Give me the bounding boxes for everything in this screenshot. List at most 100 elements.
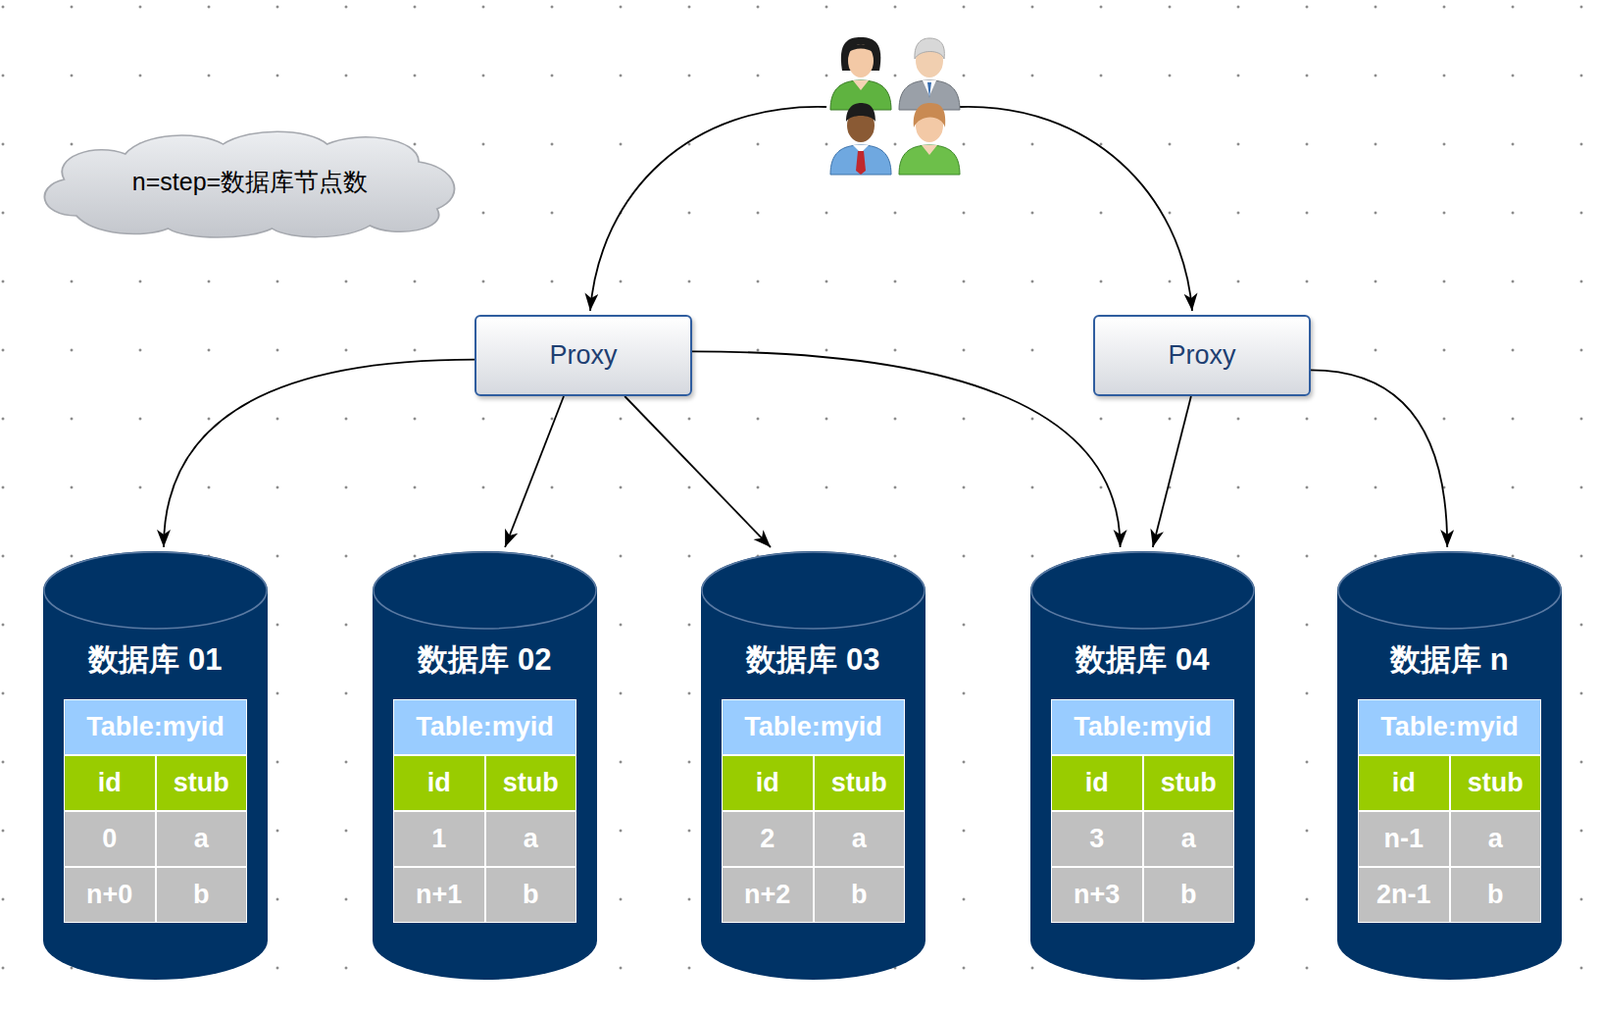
cell-text: id [755,767,780,799]
table-cell: n+0 [63,866,156,923]
proxy-label: Proxy [549,340,617,371]
cylinder-body [1030,550,1255,980]
note-text: n=step=数据库节点数 [132,165,368,199]
column-header: id [1357,754,1450,811]
db-title: 数据库 03 [700,639,926,681]
users-icon [830,37,960,175]
table-cell: a [155,810,249,867]
table-cell: n-1 [1357,810,1450,867]
db-title-wrap: 数据库 04 [1030,639,1255,681]
cell-text: b [1487,879,1504,910]
cylinder-top [1031,551,1254,629]
cell-text: a [1488,823,1503,854]
db-title: 数据库 01 [43,639,268,681]
cylinder-body [700,550,926,980]
column-header: stub [485,754,578,811]
cell-text: n+3 [1073,879,1120,910]
cell-text: n+2 [744,879,791,910]
db-title-wrap: 数据库 n [1337,639,1562,681]
column-header: id [1050,754,1144,811]
connector [1152,396,1192,548]
db-title: 数据库 04 [1030,639,1255,681]
cell-text: 2 [759,823,775,854]
column-header: stub [155,754,249,811]
cell-text: stub [1160,767,1217,799]
table-cell: b [485,866,578,923]
table-cell: 3 [1050,810,1144,867]
table-cell: b [1143,866,1236,923]
cell-text: a [1181,823,1197,854]
column-header: id [393,754,486,811]
note-cloud: n=step=数据库节点数 [27,122,473,241]
user-arrow [590,106,827,311]
cell-text: a [523,823,539,854]
cell-text: n+0 [86,879,133,910]
connector [163,359,475,548]
cylinder-body [372,550,598,980]
table-header: Table:myid [1357,699,1542,755]
connector [1310,369,1448,548]
db-title-wrap: 数据库 01 [43,639,268,681]
db-title: 数据库 n [1337,639,1562,681]
table-cell: n+3 [1050,866,1144,923]
cell-text: n-1 [1384,823,1425,854]
database-node: 数据库 01Table:myididstub0an+0b [43,550,268,980]
cell-text: stub [173,767,230,799]
db-title-wrap: 数据库 03 [700,639,926,681]
table-cell: 2n-1 [1357,866,1450,923]
connector [624,396,771,548]
cylinder-top [44,551,267,629]
cell-text: stub [831,767,888,799]
column-header: stub [1450,754,1543,811]
cell-text: 3 [1089,823,1104,854]
proxy-label: Proxy [1167,340,1236,371]
table-cell: b [155,866,249,923]
database-node: 数据库 04 Table:myid id stub 3 a n+3 b [1030,550,1255,980]
cell-text: id [1392,767,1416,799]
column-header: stub [813,754,906,811]
connector [692,350,1121,548]
cell-text: a [194,823,209,854]
cylinder-body [43,550,268,980]
column-header: stub [1143,754,1236,811]
cell-text: id [427,767,451,799]
db-title: 数据库 02 [372,639,598,681]
database-node: 数据库 03 Table:myid id stub 2 a n+2 b [700,550,926,980]
cell-text: Table:myid [1380,711,1519,743]
cell-text: stub [1467,767,1524,799]
table-cell: b [813,866,906,923]
database-node: 数据库 n Table:myid id stub n-1 a 2n-1 b [1337,550,1562,980]
column-header: id [721,754,814,811]
db-title-wrap: 数据库 02 [372,639,598,681]
table-cell: a [485,810,578,867]
cell-text: n+1 [415,879,462,910]
cell-text: id [1085,767,1109,799]
id-table: Table:myididstub0an+0b [63,699,248,923]
cylinder-top [701,551,925,629]
cloud-text-wrap: n=step=数据库节点数 [27,122,473,241]
id-table: Table:myid id stub 3 a n+3 b [1050,699,1235,923]
id-table: Table:myid id stub n-1 a 2n-1 b [1357,699,1542,923]
id-table: Table:myid id stub 1 a n+1 b [393,699,577,923]
cloud-outline [44,131,454,238]
cell-text: b [850,879,868,910]
table-header: Table:myid [1050,699,1235,755]
cell-text: b [193,879,210,910]
cell-text: a [851,823,867,854]
proxy-box: Proxy [1093,314,1311,397]
cylinder-body [1337,550,1562,980]
cell-text: 1 [431,823,447,854]
table-cell: n+2 [721,866,814,923]
table-header: Table:myid [721,699,905,755]
proxy-box: Proxy [474,314,693,397]
user-arrow [959,106,1193,311]
table-header: Table:myid [63,699,248,755]
cell-text: 0 [101,823,117,854]
table-cell: 1 [393,810,486,867]
table-header: Table:myid [393,699,577,755]
cell-text: Table:myid [415,711,554,743]
table-cell: n+1 [393,866,486,923]
cylinder-top [373,551,597,629]
cell-text: Table:myid [86,711,225,743]
